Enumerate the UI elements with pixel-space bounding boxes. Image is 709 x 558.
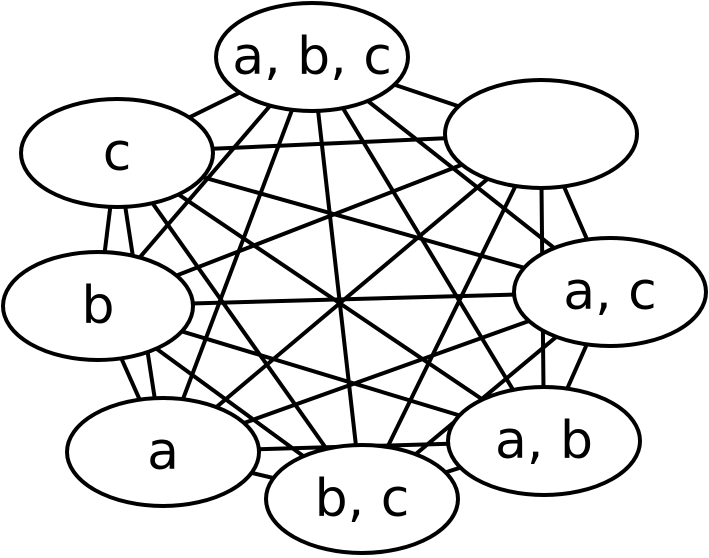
node-label: a, b: [495, 411, 593, 471]
node-label: a, b, c: [232, 27, 392, 87]
node-ellipse: [214, 1, 410, 113]
edge-top-a: [161, 56, 314, 453]
node-ellipse: [65, 396, 261, 508]
edge-c-ab: [115, 151, 546, 443]
node-ellipse: [19, 97, 215, 209]
node-ab: a, b: [446, 385, 642, 497]
node-ellipse: [443, 78, 639, 190]
node-label: b, c: [315, 469, 410, 529]
node-bc: b, c: [264, 443, 460, 555]
edge-top-bc: [310, 56, 364, 500]
node-top: a, b, c: [214, 1, 410, 113]
node-ac: a, c: [512, 236, 708, 348]
node-ellipse: [446, 385, 642, 497]
node-ellipse: [1, 250, 195, 362]
node-label: b: [81, 276, 114, 336]
edge-c-bc: [115, 151, 364, 501]
node-ellipse: [512, 236, 708, 348]
node-a: a: [65, 396, 261, 508]
node-label: a: [147, 422, 179, 482]
node-b: b: [1, 250, 195, 362]
node-top-right: [443, 78, 639, 190]
edge-top-right-bc: [360, 133, 543, 500]
node-c: c: [19, 97, 215, 209]
node-label: c: [103, 123, 132, 183]
node-ellipse: [264, 443, 460, 555]
node-label: a, c: [563, 262, 657, 322]
